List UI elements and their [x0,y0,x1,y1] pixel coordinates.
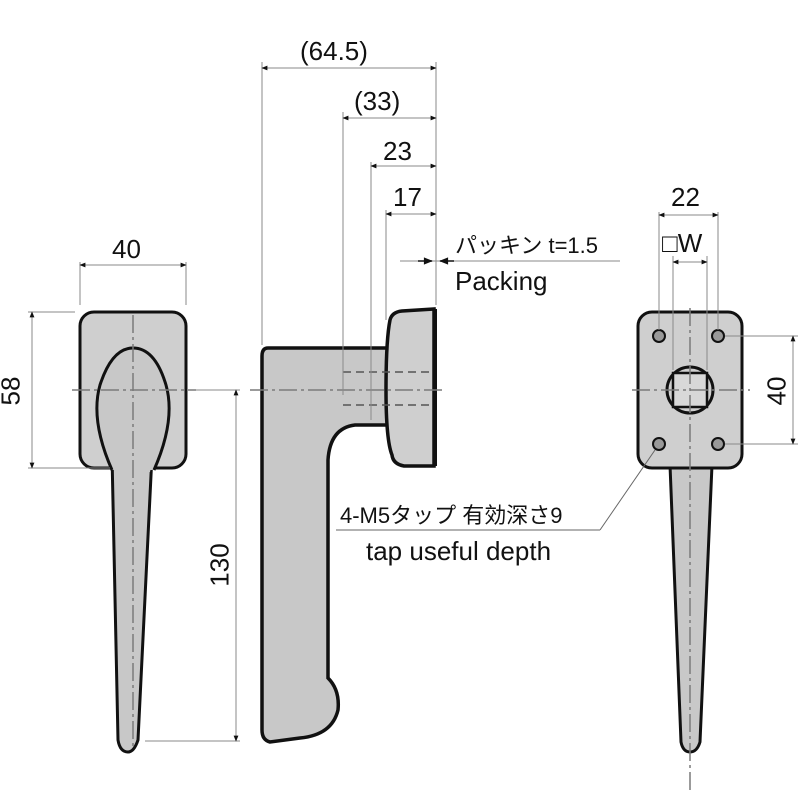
packing-note-en: Packing [455,266,548,296]
side-rose [384,307,436,468]
side-view [250,62,620,744]
dim-side-mid: 23 [383,136,412,166]
tap-note-jp: 4-M5タップ 有効深さ9 [340,503,563,528]
front-lever [110,453,154,754]
back-view [336,212,798,790]
front-view [28,262,240,754]
side-lever [260,346,390,744]
dim-back-square: □W [662,228,703,258]
dim-back-hole-x: 22 [671,182,700,212]
dim-front-width: 40 [112,234,141,264]
packing-note-jp: パッキン t=1.5 [455,233,598,258]
tap-note-en: tap useful depth [366,536,552,566]
dim-side-overall: (64.5) [300,36,368,66]
dim-side-base-offset: (33) [354,86,401,116]
dim-back-hole-y: 40 [761,376,792,406]
dim-front-base-height: 58 [0,376,26,406]
dim-side-base-thickness: 17 [393,182,422,212]
dim-front-length: 130 [204,543,235,587]
